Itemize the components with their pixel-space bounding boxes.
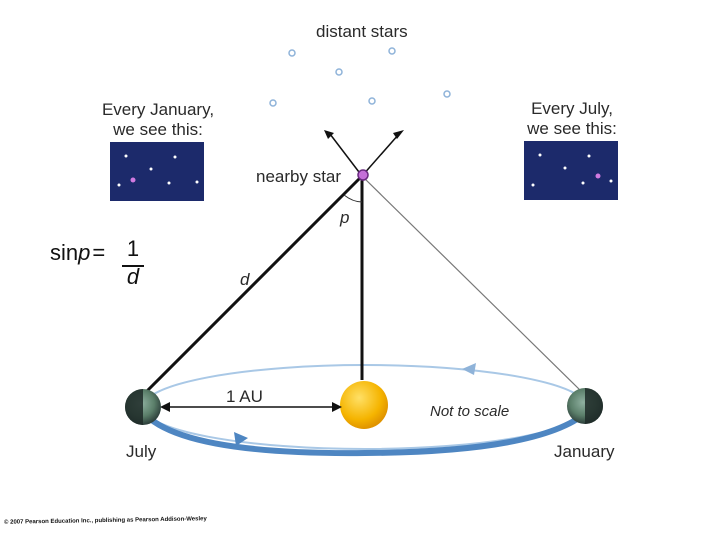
sun	[340, 381, 388, 429]
distant-stars	[270, 48, 450, 106]
sky-view-july-nearby-star	[596, 174, 601, 179]
earth-january	[567, 388, 603, 424]
parallax-angle-arc	[344, 195, 362, 202]
formula-numerator: 1	[122, 236, 144, 262]
sight-line-january	[362, 176, 582, 392]
label-distant-stars: distant stars	[316, 22, 408, 42]
extension-arrow-right	[393, 130, 404, 139]
label-nearby-star: nearby star	[256, 167, 341, 187]
sight-line-july	[145, 176, 362, 393]
label-july: July	[126, 442, 156, 462]
label-every-july-line1: Every July,	[504, 99, 640, 119]
sky-view-january-nearby-star	[131, 178, 136, 183]
formula-fn: sin	[50, 240, 78, 265]
parallax-formula: sinp= 1 d	[50, 240, 105, 266]
nearby-star	[358, 170, 368, 180]
distant-star	[444, 91, 450, 97]
distant-star	[336, 69, 342, 75]
label-january: January	[554, 442, 614, 462]
label-parallax-angle: p	[340, 208, 349, 228]
label-distance: d	[240, 270, 249, 290]
distant-star	[369, 98, 375, 104]
distant-star	[389, 48, 395, 54]
sky-view-july	[524, 141, 618, 200]
label-every-january-line1: Every January,	[88, 100, 228, 120]
label-every-july-line2: we see this:	[504, 119, 640, 139]
extension-line-right	[362, 134, 399, 176]
sky-view-january	[110, 142, 204, 201]
distant-star	[270, 100, 276, 106]
label-every-january-line2: we see this:	[88, 120, 228, 140]
label-one-au: 1 AU	[226, 387, 263, 407]
orbit-arrow-back	[462, 363, 476, 375]
earth-july	[125, 389, 161, 425]
au-arrow-head-left	[160, 402, 170, 412]
formula-denominator: d	[122, 264, 144, 290]
label-not-to-scale: Not to scale	[430, 402, 509, 422]
orbit-arrow-front	[234, 432, 248, 446]
formula-equals: =	[92, 240, 105, 265]
distant-star	[289, 50, 295, 56]
formula-var: p	[78, 240, 90, 265]
